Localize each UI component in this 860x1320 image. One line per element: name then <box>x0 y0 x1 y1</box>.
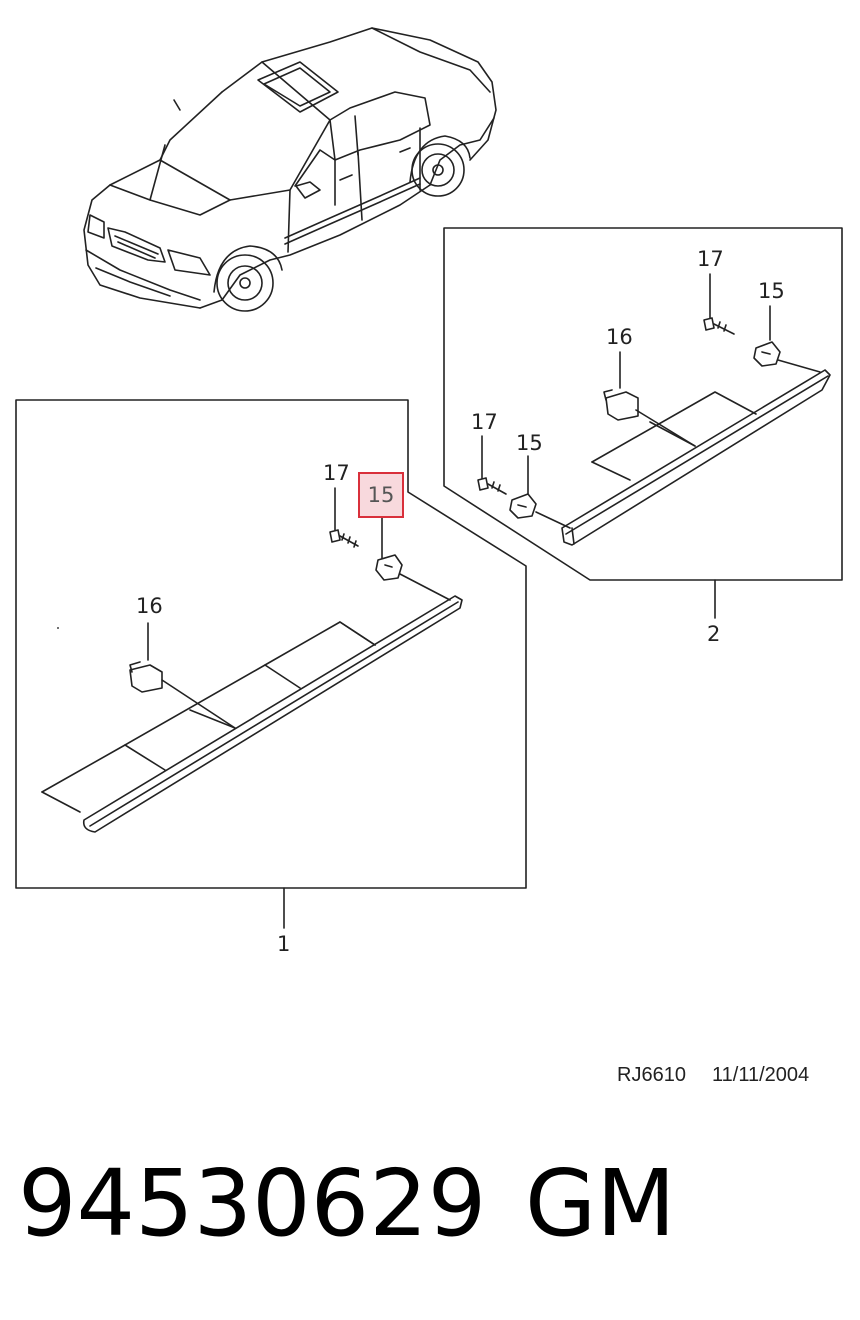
callout-16-left: 16 <box>136 594 163 618</box>
brand-name: GM <box>525 1150 676 1257</box>
assembly-2-moulding <box>477 273 831 546</box>
reference-code: RJ6610 <box>617 1064 686 1086</box>
callout-16-right: 16 <box>606 325 633 349</box>
callout-17-left: 17 <box>323 461 350 485</box>
stray-dot <box>57 627 59 629</box>
assembly-1-moulding <box>41 487 463 833</box>
callout-17-right-top: 17 <box>697 247 724 271</box>
callout-2: 2 <box>707 622 721 646</box>
assembly-1-frame <box>15 399 527 929</box>
car-illustration <box>83 27 497 312</box>
callout-15-right-low: 15 <box>516 431 543 455</box>
callout-15-right-top: 15 <box>758 279 785 303</box>
reference-date: 11/11/2004 <box>712 1064 810 1086</box>
callout-17-right-low: 17 <box>471 410 498 434</box>
callout-15-left-highlighted[interactable]: 15 <box>358 472 404 518</box>
part-number: 94530629 <box>18 1150 487 1257</box>
callout-1: 1 <box>277 932 291 956</box>
assembly-2-frame <box>443 227 843 619</box>
